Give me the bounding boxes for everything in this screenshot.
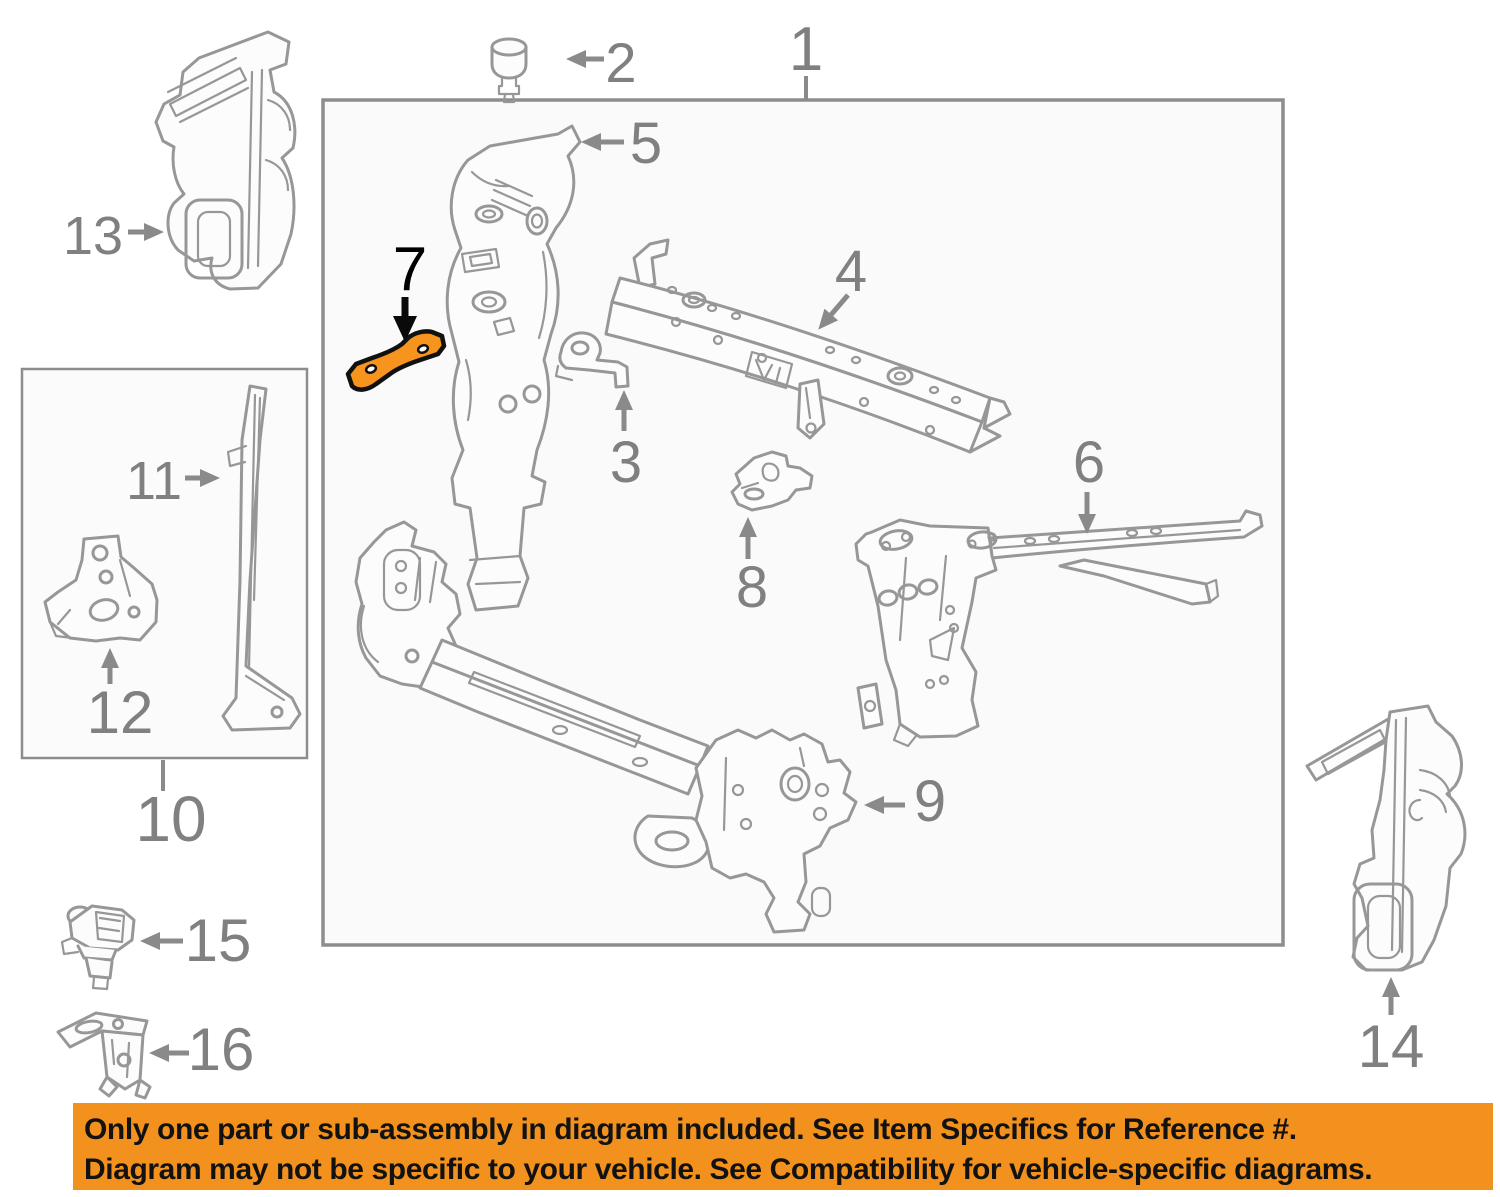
callout-15-label: 15 [185,907,252,974]
callout-6-label: 6 [1073,430,1105,495]
callout-9-label: 9 [914,769,946,834]
part-4-art [604,238,1012,454]
part-13-art [154,30,297,291]
part-7-highlighted-art [345,329,447,392]
part-14-art [1305,704,1467,972]
part-8-art [730,450,814,512]
callout-4-label: 4 [835,239,867,304]
callout-4-arrow [818,293,850,330]
callout-2-label: 2 [605,31,636,94]
callout-11-label: 11 [126,451,182,511]
part-7-hole-left [364,364,378,374]
callout-14-label: 14 [1358,1013,1425,1080]
disclaimer-banner: Only one part or sub-assembly in diagram… [73,1103,1493,1190]
callout-13-label: 13 [63,206,123,266]
part-9-art [354,520,858,934]
callout-7-label: 7 [393,235,427,304]
callout-16-label: 16 [188,1016,255,1083]
callout-8-label: 8 [736,555,768,620]
callout-3-label: 3 [610,430,642,495]
callout-5-label: 5 [630,111,662,176]
part-15-art [60,904,136,991]
disclaimer-line-2: Diagram may not be specific to your vehi… [84,1153,1373,1186]
callout-1-label: 1 [789,15,823,84]
part-11-art [221,384,302,732]
disclaimer-line-1: Only one part or sub-assembly in diagram… [84,1113,1297,1146]
part-5-art [445,124,582,612]
callout-10-label: 10 [135,783,206,855]
part-12-art [43,534,159,643]
part-7-hole-right [416,344,430,354]
part-6-art [854,509,1264,748]
part-16-art [56,1011,152,1100]
callout-12-label: 12 [87,679,154,746]
part-3-art [554,331,630,389]
part-2-art [490,37,528,104]
